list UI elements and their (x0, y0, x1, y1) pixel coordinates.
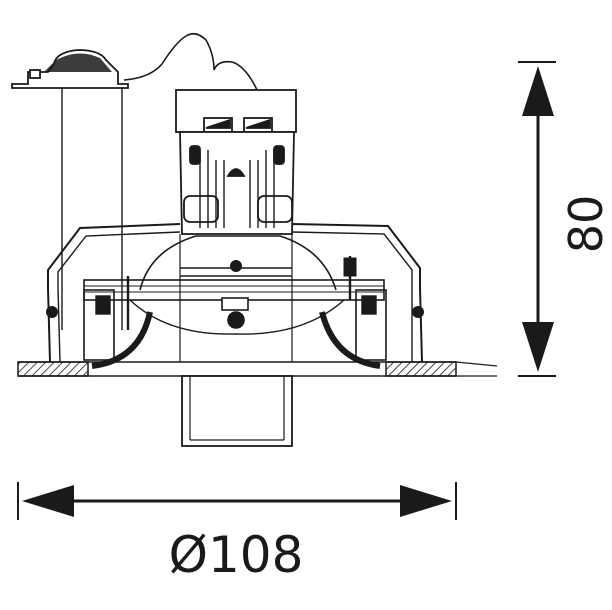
spring-clip-right (319, 311, 381, 369)
ceiling-extension-top (455, 361, 498, 367)
clip-mount-left-inner (95, 295, 111, 315)
housing-rivet-right (412, 306, 424, 318)
lens-center (227, 311, 245, 329)
diameter-label: Ø108 (169, 526, 304, 584)
lens-tube-body (181, 375, 293, 447)
ceiling-right-hatch (385, 361, 457, 377)
spring-left (189, 145, 201, 165)
spring-right (273, 145, 285, 165)
lens-holder (221, 297, 249, 311)
driver-cap-fill (44, 53, 112, 72)
diameter-arrow-right (400, 485, 452, 517)
terminal-housing (175, 89, 297, 133)
ceiling-left-hatch (17, 361, 89, 377)
terminal-right-mark (245, 118, 271, 129)
lens-tube (181, 375, 293, 447)
spring-clip-left (91, 311, 153, 369)
driver-clip (29, 69, 41, 79)
terminal-left-mark (205, 118, 231, 129)
diameter-arrow-left (22, 485, 74, 517)
clip-mount-right-inner (361, 295, 377, 315)
power-cable (123, 32, 259, 93)
clip-mount-left (83, 289, 115, 361)
clip-mount-right (355, 289, 387, 361)
diameter-dimension (17, 482, 457, 520)
housing-rivet-left (46, 306, 58, 318)
heat-sink-base-right (257, 195, 293, 223)
driver-box (11, 32, 259, 330)
ceiling-panel (17, 361, 498, 377)
adjust-screw-right-head (343, 257, 357, 277)
heat-sink (179, 131, 295, 235)
spring-clips (83, 256, 387, 369)
reflector-bowl (129, 299, 345, 335)
housing-frame (46, 223, 424, 363)
height-arrow-top (522, 66, 554, 116)
connector-block (175, 89, 297, 133)
height-dimension (518, 61, 556, 377)
lamp-dome (139, 235, 337, 291)
housing-outline-inner (57, 231, 413, 363)
height-label: 80 (559, 195, 612, 254)
heat-sink-base-left (183, 195, 219, 223)
center-screw (226, 168, 246, 177)
height-arrow-bottom (522, 322, 554, 372)
dome-screw (230, 260, 242, 272)
